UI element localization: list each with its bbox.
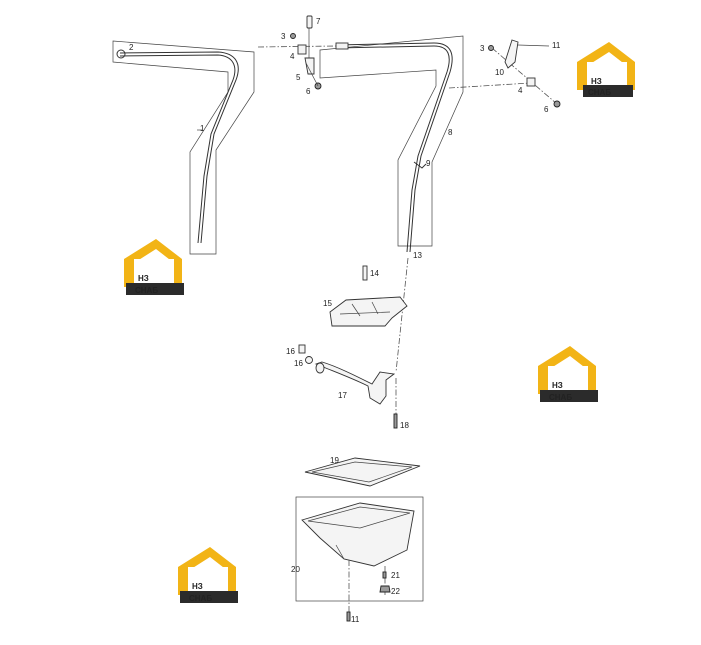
callout-14: 14 [370,269,379,278]
callout-15: 15 [323,299,332,308]
callout-20: 20 [291,565,300,574]
callout-22: 22 [391,587,400,596]
logo-word: СНАБ [189,594,212,603]
callout-4: 4 [290,52,295,61]
callout-1: 1 [200,124,205,133]
callout-3b: 3 [480,44,485,53]
callout-9: 9 [426,159,431,168]
callout-19: 19 [330,456,339,465]
dipstick-assembly-right [319,35,464,253]
callout-17: 17 [338,391,347,400]
bracket-cluster-left [257,15,337,90]
callout-6b: 6 [544,105,549,114]
logo-word: СНАБ [549,393,572,402]
watermark-logo-right: НЗ СНАБ [538,346,598,402]
callout-labels: 1 2 3 4 5 6 7 3 10 11 4 6 8 9 13 14 15 1… [129,17,561,624]
watermark-logo-bottom-left: НЗ СНАБ [178,547,238,603]
callout-4b: 4 [518,86,523,95]
callout-21: 21 [391,571,400,580]
callout-18: 18 [400,421,409,430]
logo-word: СНАБ [135,286,158,295]
callout-11b: 11 [351,615,360,624]
callout-5: 5 [296,73,301,82]
watermark-logo-left: НЗ СНАБ [124,239,184,295]
dipstick-assembly-left [112,40,255,255]
callout-3: 3 [281,32,286,41]
oil-pan-assembly [295,457,424,622]
logo-letters: НЗ [591,77,602,86]
callout-13: 13 [413,251,422,260]
watermark-logo-top-right: НЗ СНАБ [577,42,635,97]
logo-letters: НЗ [192,582,203,591]
callout-16a: 16 [286,347,295,356]
callout-16b: 16 [294,359,303,368]
callout-11: 11 [552,41,561,50]
callout-6: 6 [306,87,311,96]
logo-letters: НЗ [138,274,149,283]
strainer-assembly [298,257,409,429]
callout-7: 7 [316,17,321,26]
callout-10: 10 [495,68,504,77]
logo-word: СНАБ [588,88,611,97]
callout-2: 2 [129,43,134,52]
logo-letters: НЗ [552,381,563,390]
bracket-cluster-right [448,39,561,108]
callout-8: 8 [448,128,453,137]
